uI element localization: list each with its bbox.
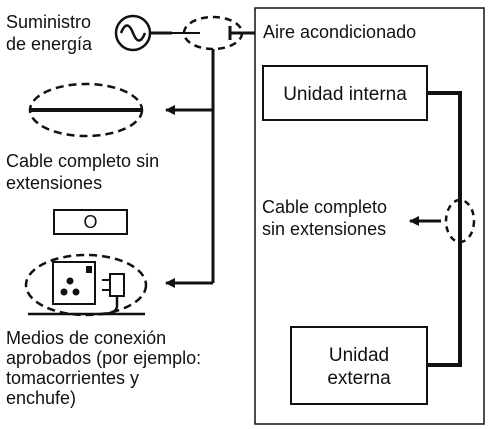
indoor-unit-box: Unidad interna [262,65,428,121]
ac-housing [254,7,485,425]
internal-cable-oval [444,198,476,244]
right-cable-label-line1: Cable completo [262,197,388,217]
right-cable-label: Cable completo sin extensiones [262,196,387,240]
approved-connection-line2: aprobados (por ejemplo: [6,348,202,368]
outdoor-unit-label-line2: externa [327,368,391,389]
left-cable-label-line1: Cable completo sin [6,151,160,171]
outdoor-unit-box: Unidad externa [290,326,428,405]
right-cable-label-line2: sin extensiones [262,219,387,239]
approved-connection-label: Medios de conexión aprobados (por ejempl… [6,328,201,408]
outdoor-unit-label: Unidad externa [292,344,426,390]
power-supply-label-line2: de energía [6,34,93,54]
power-supply-label-line1: Suministro [6,12,92,32]
approved-connection-line3: tomacorrientes y [6,368,140,388]
junction-oval [182,15,244,51]
ok-box [53,209,128,235]
plug-icon [99,273,125,316]
ok-symbol: O [83,212,98,232]
ac-title: Aire acondicionado [263,22,417,42]
power-supply-label: Suministro de energía [6,11,92,55]
internal-cable [428,91,462,367]
outlet-icon [52,261,96,305]
left-cable-label: Cable completo sin extensiones [6,150,159,194]
approved-connection-line4: enchufe) [6,388,77,408]
outdoor-unit-label-line1: Unidad [328,345,390,366]
indoor-unit-label: Unidad interna [283,84,407,105]
ac-power-source-icon [114,14,152,52]
approved-connection-line1: Medios de conexión [6,328,167,348]
left-cable-label-line2: extensiones [6,173,103,193]
